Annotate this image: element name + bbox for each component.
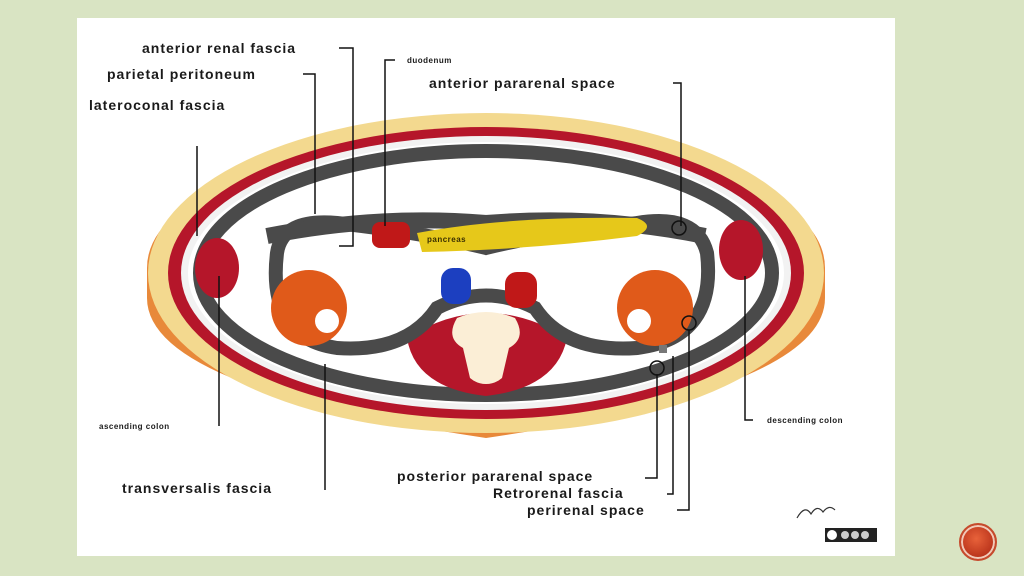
vertebra [452, 312, 520, 384]
label-anterior-pararenal-space: anterior pararenal space [429, 75, 616, 91]
label-parietal-peritoneum: parietal peritoneum [107, 66, 256, 82]
leader-lines [196, 47, 753, 511]
slide-panel: anterior renal fascia parietal peritoneu… [77, 18, 895, 556]
label-perirenal-space: perirenal space [527, 502, 645, 518]
descending-colon-shape [719, 220, 763, 280]
label-posterior-pararenal-space: posterior pararenal space [397, 468, 594, 484]
anterior-pararenal-marker [671, 220, 687, 236]
next-slide-button[interactable] [959, 523, 997, 561]
ascending-colon-shape [195, 238, 239, 298]
cc-license-badge [825, 528, 877, 542]
right-kidney [271, 270, 347, 346]
label-transversalis-fascia: transversalis fascia [122, 480, 272, 496]
artist-signature [796, 506, 836, 519]
left-kidney [617, 270, 693, 346]
retroperitoneum-diagram [147, 47, 877, 542]
label-lateroconal-fascia: lateroconal fascia [89, 97, 226, 113]
label-pancreas: pancreas [427, 235, 467, 244]
retrorenal-marker [659, 345, 667, 353]
aorta [505, 272, 537, 308]
label-anterior-renal-fascia: anterior renal fascia [142, 40, 297, 56]
pancreas-shape [417, 217, 647, 252]
right-kidney-hilum [315, 309, 339, 333]
ivc [441, 268, 471, 304]
label-ascending-colon: ascending colon [99, 422, 170, 431]
label-retrorenal-fascia: Retrorenal fascia [493, 485, 624, 501]
label-duodenum: duodenum [407, 56, 452, 65]
left-kidney-hilum [627, 309, 651, 333]
label-descending-colon: descending colon [767, 416, 844, 425]
duodenum-shape [372, 222, 410, 248]
